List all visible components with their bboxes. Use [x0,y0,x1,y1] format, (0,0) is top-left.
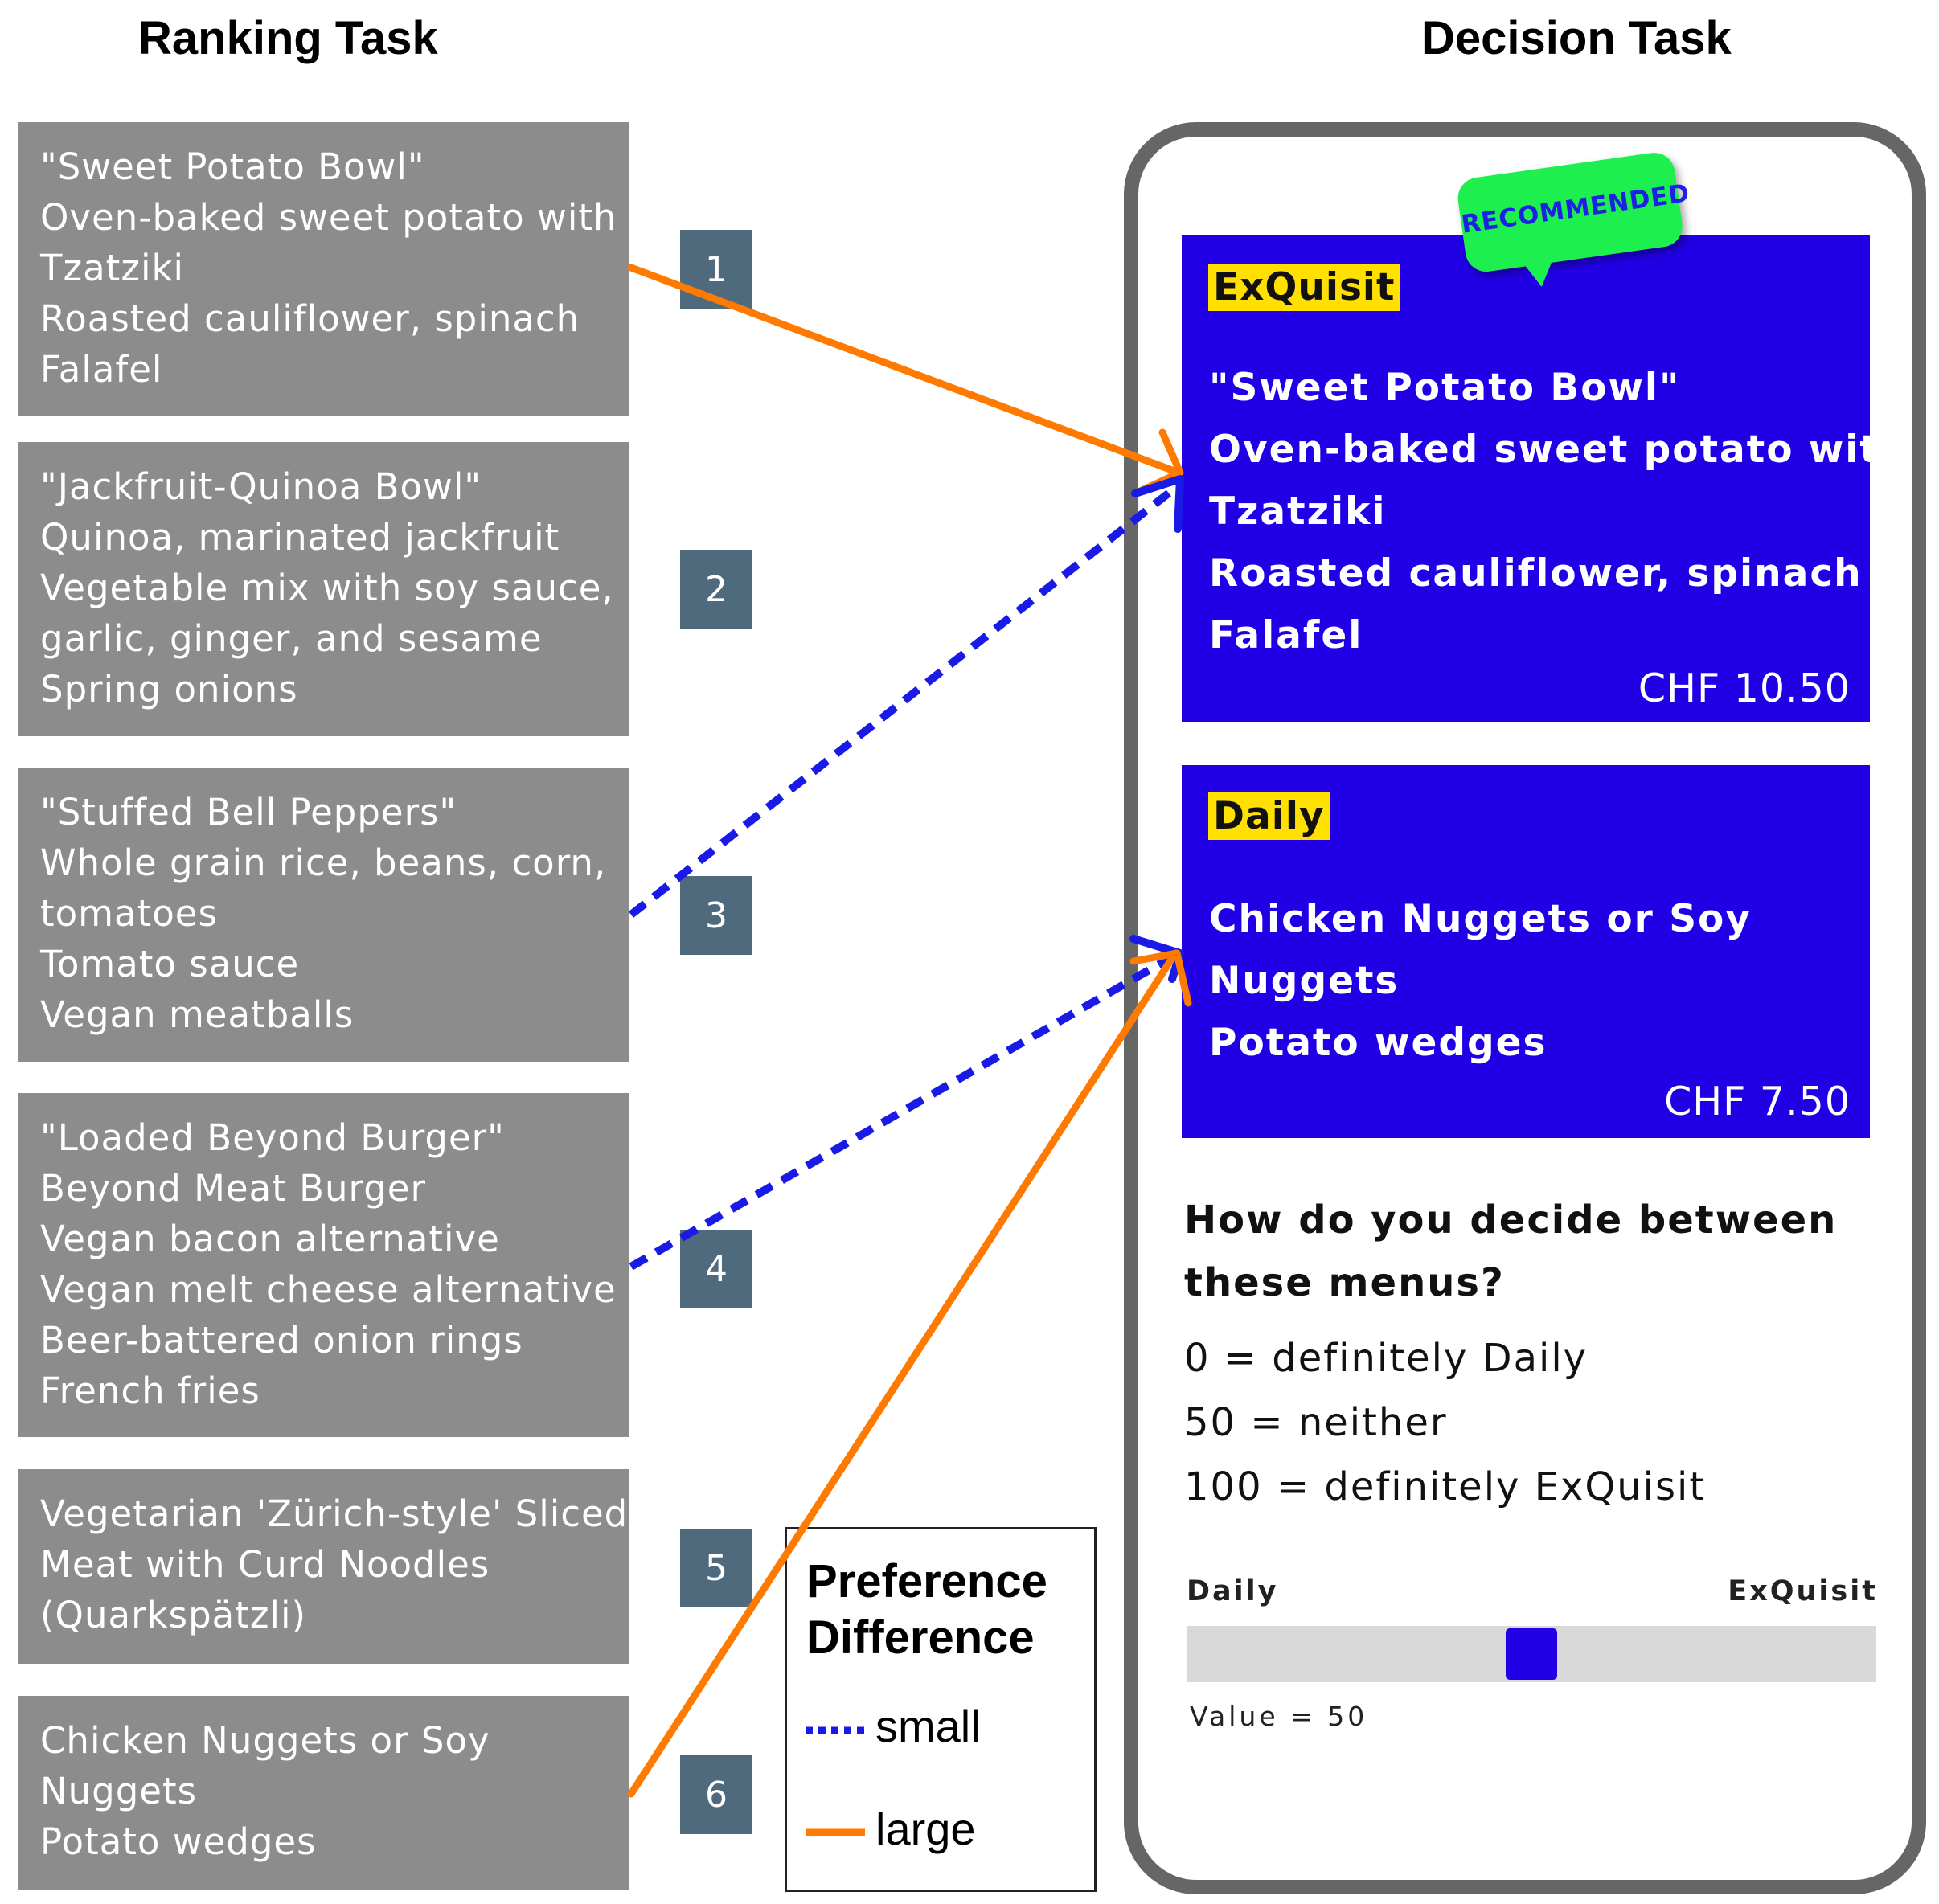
slider-right-label: ExQuisit [1728,1575,1878,1607]
menu-line: "Sweet Potato Bowl" [1209,366,1681,410]
menu-line: Chicken Nuggets or Soy [1209,897,1752,941]
card-line: Vegan bacon alternative [40,1218,500,1260]
preference-slider[interactable] [1187,1626,1876,1682]
legend-title-line: Difference [806,1611,1035,1664]
menu-line: Potato wedges [1209,1021,1548,1065]
menu-line: Roasted cauliflower, spinach [1209,551,1863,596]
card-line: "Stuffed Bell Peppers" [40,791,457,833]
legend: Preference Difference small large [785,1527,1097,1892]
card-line: Beer-battered onion rings [40,1319,523,1361]
rank-badge-5: 5 [680,1529,752,1607]
ranking-card-1: "Sweet Potato Bowl" Oven-baked sweet pot… [18,122,629,416]
ranking-card-3: "Stuffed Bell Peppers" Whole grain rice,… [18,768,629,1062]
card-line: French fries [40,1370,260,1412]
ranking-card-5: Vegetarian 'Zürich-style' Sliced Meat wi… [18,1469,629,1664]
card-line: Spring onions [40,668,298,710]
card-line: Vegan meatballs [40,993,355,1036]
connector-rank3-exquisit [628,475,1184,918]
card-line: Potato wedges [40,1820,317,1863]
card-line: Tzatziki [40,247,185,289]
ranking-task-heading: Ranking Task [138,12,438,64]
menu-price: CHF 7.50 [1664,1079,1851,1124]
slider-thumb[interactable] [1506,1628,1557,1680]
menu-line: Nuggets [1209,959,1400,1003]
card-line: (Quarkspätzli) [40,1594,307,1636]
menu-price: CHF 10.50 [1638,665,1851,711]
rank-badge-2: 2 [680,550,752,629]
slider-value: Value = 50 [1190,1701,1368,1732]
menu-panel-daily[interactable]: Daily Chicken Nuggets or Soy Nuggets Pot… [1182,765,1870,1138]
menu-panel-exquisit[interactable]: ExQuisit "Sweet Potato Bowl" Oven-baked … [1182,235,1906,722]
scale-line: 0 = definitely Daily [1184,1336,1589,1381]
card-line: "Sweet Potato Bowl" [40,145,425,188]
card-line: "Jackfruit-Quinoa Bowl" [40,465,482,508]
scale-line: 50 = neither [1184,1400,1448,1445]
ranking-card-6: Chicken Nuggets or Soy Nuggets Potato we… [18,1696,629,1890]
menu-line: Falafel [1209,613,1363,657]
card-line: garlic, ginger, and sesame [40,617,543,660]
rank-badge-3: 3 [680,876,752,955]
rank-badge-6: 6 [680,1755,752,1834]
rank-badge-4: 4 [680,1230,752,1308]
card-line: Beyond Meat Burger [40,1167,426,1210]
menu-tag: ExQuisit [1208,264,1400,311]
card-line: "Loaded Beyond Burger" [40,1116,505,1159]
card-line: Vegetarian 'Zürich-style' Sliced [40,1492,629,1535]
connector-rank1-exquisit [627,264,1184,497]
legend-title-line: Preference [806,1555,1047,1607]
card-line: tomatoes [40,892,218,935]
ranking-card-4: "Loaded Beyond Burger" Beyond Meat Burge… [18,1093,629,1437]
card-line: Meat with Curd Noodles [40,1543,490,1586]
slider-left-label: Daily [1187,1575,1279,1607]
card-line: Tomato sauce [40,943,300,985]
card-line: Nuggets [40,1770,198,1812]
card-line: Falafel [40,348,163,391]
card-line: Roasted cauliflower, spinach [40,297,580,340]
menu-line: Oven-baked sweet potato with [1209,428,1908,472]
card-line: Quinoa, marinated jackfruit [40,516,560,559]
menu-line: Tzatziki [1209,489,1387,534]
legend-title: Preference Difference [806,1554,1047,1666]
scale-line: 100 = definitely ExQuisit [1184,1464,1707,1509]
card-line: Chicken Nuggets or Soy [40,1719,490,1762]
rank-badge-1: 1 [680,230,752,309]
legend-item-large: large [875,1804,976,1854]
card-line: Oven-baked sweet potato with [40,196,617,239]
menu-tag: Daily [1208,792,1330,840]
legend-item-small: small [875,1701,981,1751]
connector-rank4-daily [629,935,1184,1271]
card-line: Vegetable mix with soy sauce, [40,567,614,609]
card-line: Vegan melt cheese alternative [40,1268,617,1311]
legend-swatches [806,1726,865,1836]
decision-task-heading: Decision Task [1421,12,1732,64]
ranking-card-2: "Jackfruit-Quinoa Bowl" Quinoa, marinate… [18,442,629,736]
question-line: these menus? [1184,1260,1505,1305]
connector-rank6-daily [627,949,1192,1798]
card-line: Whole grain rice, beans, corn, [40,841,607,884]
question-line: How do you decide between [1184,1198,1838,1243]
